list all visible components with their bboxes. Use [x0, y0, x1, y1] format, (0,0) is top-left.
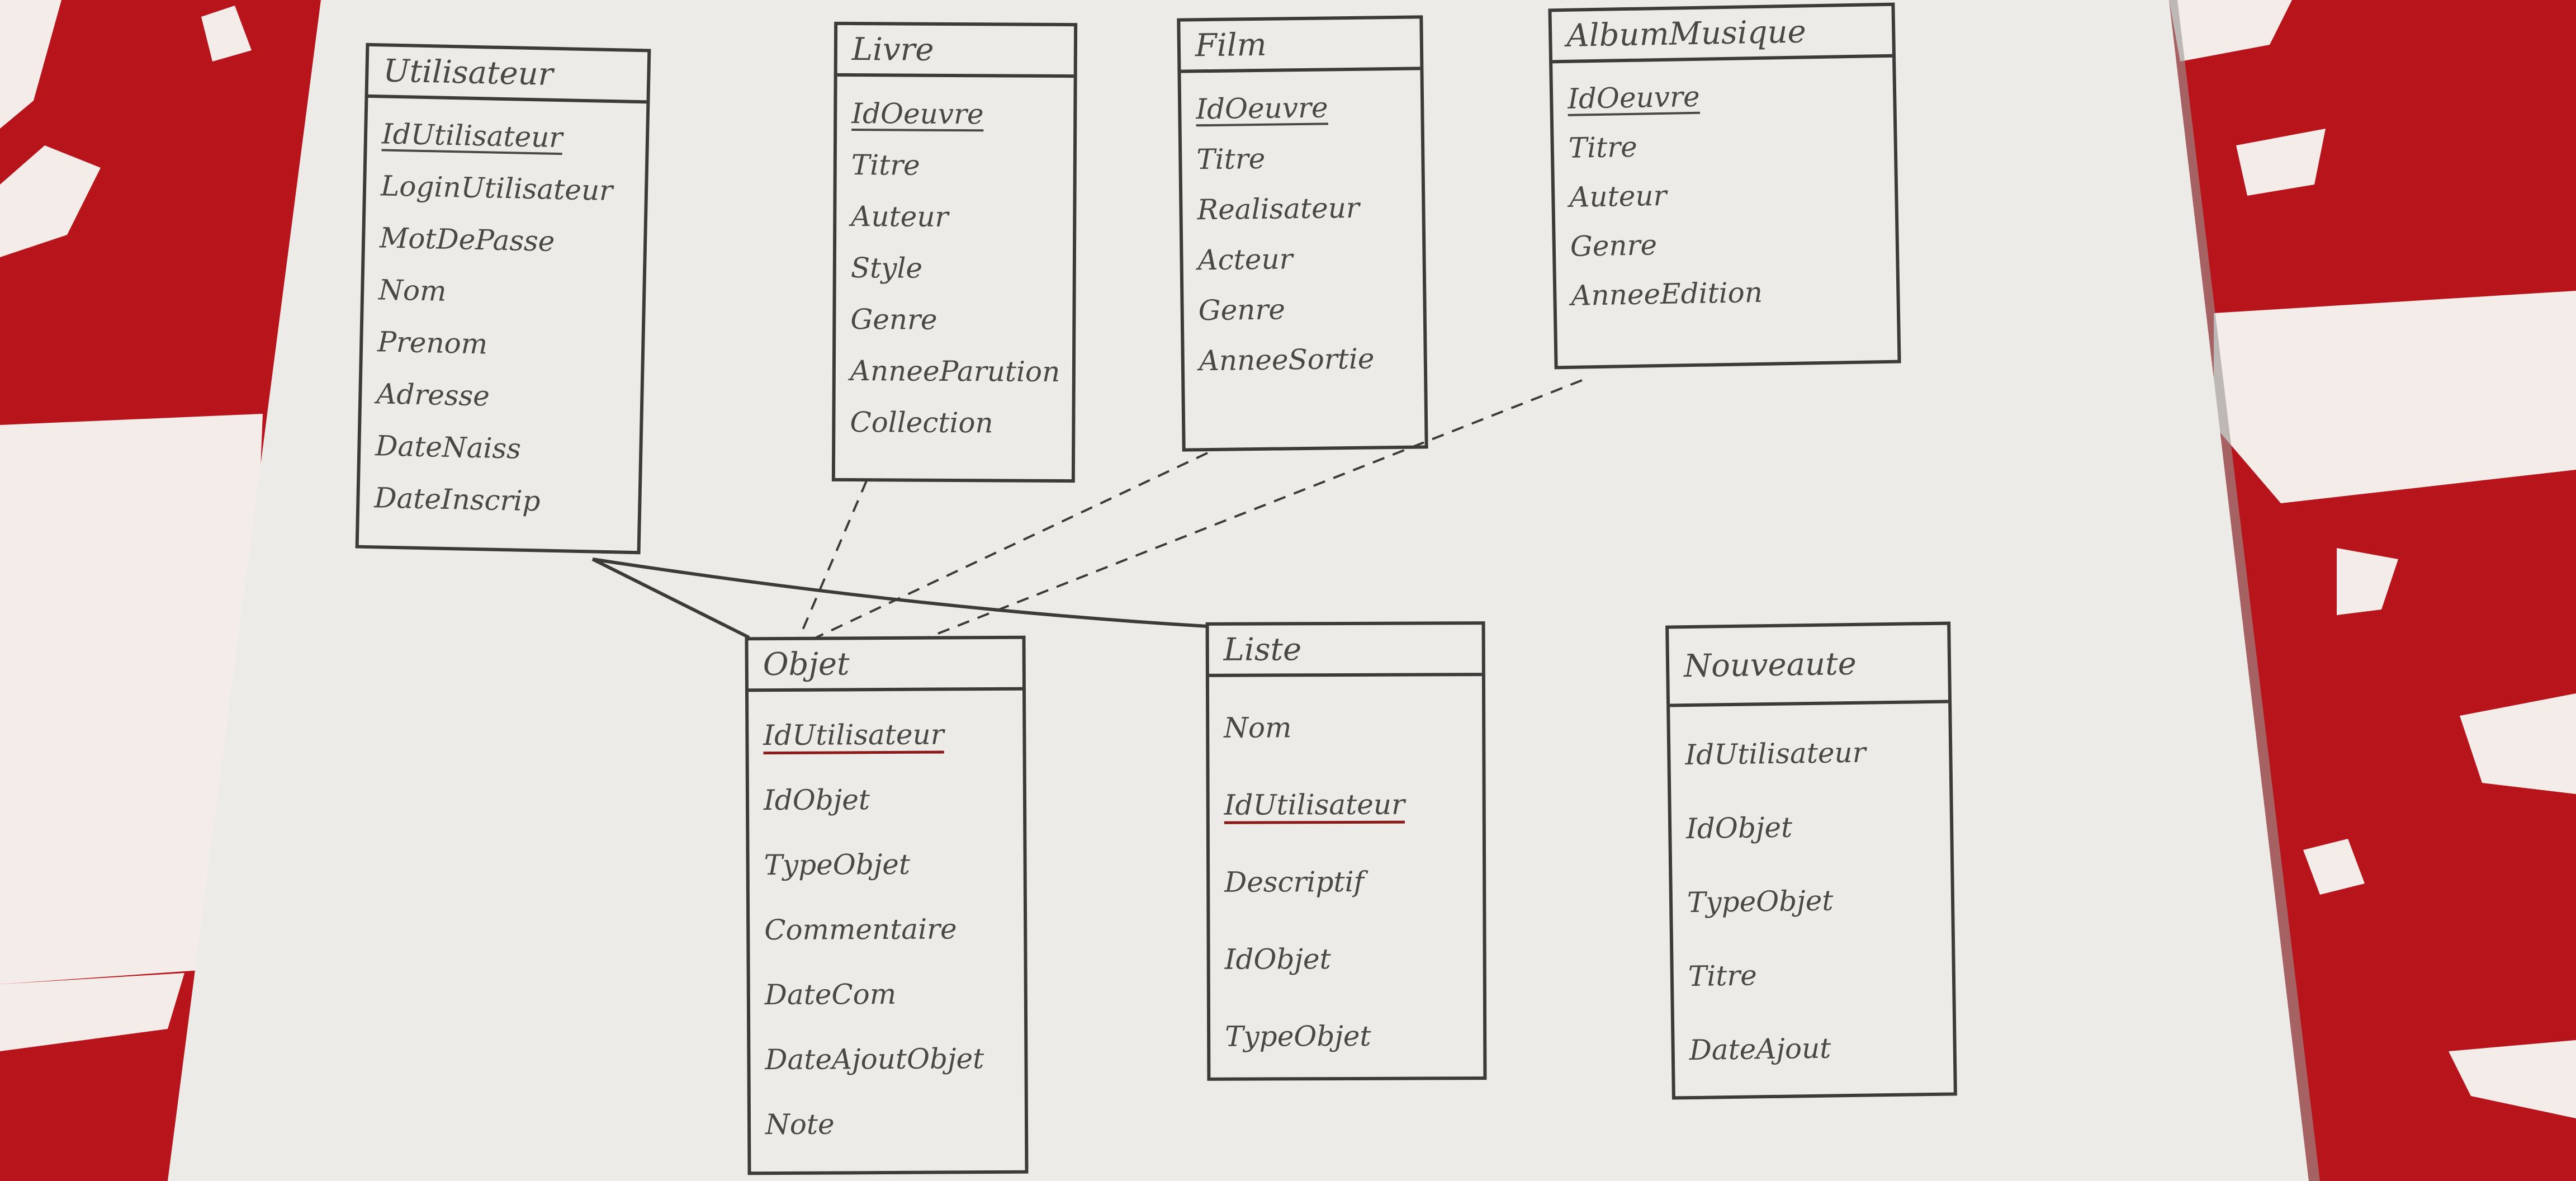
relationship-line-utilisateur-objet [591, 558, 750, 639]
attribute-livre-style: Style [850, 252, 923, 285]
paper-shadow [2169, 0, 2320, 1181]
attribute-objet-idutilisateur: IdUtilisateur [763, 718, 944, 752]
attribute-film-realisateur: Realisateur [1197, 191, 1360, 226]
attribute-livre-titre: Titre [851, 149, 920, 182]
attribute-utilisateur-nom: Nom [378, 273, 447, 308]
entity-album-musique-title: AlbumMusique [1551, 6, 1893, 64]
attribute-objet-note: Note [765, 1108, 835, 1141]
paper-sheet [168, 0, 2309, 1181]
attribute-objet-commentaire: Commentaire [764, 913, 957, 947]
attribute-film-anneesortie: AnneeSortie [1199, 342, 1375, 377]
attribute-objet-datecom: DateCom [764, 977, 897, 1012]
entity-utilisateur: Utilisateur IdUtilisateur LoginUtilisate… [355, 42, 651, 555]
attribute-objet-typeobjet: TypeObjet [764, 848, 911, 882]
attribute-utilisateur-idutilisateur: IdUtilisateur [381, 117, 563, 154]
tablecloth-white-pattern [0, 0, 2576, 1118]
attribute-utilisateur-datenaiss: DateNaiss [375, 429, 522, 465]
attribute-film-idoeuvre: IdOeuvre [1195, 91, 1328, 126]
entity-album-musique: AlbumMusique IdOeuvre Titre Auteur Genre… [1548, 2, 1901, 370]
attribute-liste-nom: Nom [1224, 711, 1292, 744]
relationship-line-film-objet [816, 452, 1208, 639]
attribute-nouveaute-typeobjet: TypeObjet [1687, 884, 1834, 919]
entity-livre: Livre IdOeuvre Titre Auteur Style Genre … [831, 21, 1078, 483]
attribute-utilisateur-prenom: Prenom [377, 325, 488, 361]
attribute-livre-anneeparution: AnneeParution [850, 355, 1060, 388]
attribute-objet-idobjet: IdObjet [763, 783, 870, 817]
attribute-albummusique-auteur: Auteur [1569, 179, 1667, 214]
attribute-albummusique-anneeedition: AnneeEdition [1570, 276, 1763, 312]
relationship-line-albummusique-objet [927, 379, 1583, 639]
attribute-liste-idutilisateur: IdUtilisateur [1224, 788, 1405, 821]
entity-nouveaute-title: Nouveaute [1669, 625, 1949, 707]
attribute-albummusique-titre: Titre [1568, 130, 1638, 164]
entity-film-title: Film [1180, 18, 1420, 73]
entity-liste-title: Liste [1209, 625, 1482, 677]
attribute-nouveaute-titre: Titre [1688, 959, 1758, 993]
attribute-liste-idobjet: IdObjet [1224, 943, 1331, 976]
relationship-line-livre-objet [798, 480, 868, 638]
attribute-film-genre: Genre [1198, 293, 1286, 327]
entity-liste: Liste Nom IdUtilisateur Descriptif IdObj… [1205, 621, 1487, 1081]
entity-film: Film IdOeuvre Titre Realisateur Acteur G… [1177, 15, 1428, 452]
attribute-albummusique-idoeuvre: IdOeuvre [1567, 80, 1700, 115]
attribute-livre-collection: Collection [850, 406, 993, 440]
attribute-liste-descriptif: Descriptif [1224, 865, 1365, 899]
entity-utilisateur-title: Utilisateur [368, 46, 648, 104]
attribute-utilisateur-loginutilisateur: LoginUtilisateur [380, 169, 613, 207]
attribute-objet-dateajoutobjet: DateAjoutObjet [765, 1042, 984, 1076]
attribute-nouveaute-idobjet: IdObjet [1685, 811, 1793, 845]
attribute-utilisateur-dateinscrip: DateInscrip [373, 481, 541, 518]
entity-objet: Objet IdUtilisateur IdObjet TypeObjet Co… [745, 635, 1029, 1175]
attribute-film-acteur: Acteur [1197, 243, 1293, 277]
attribute-liste-typeobjet: TypeObjet [1225, 1019, 1371, 1053]
attribute-utilisateur-adresse: Adresse [376, 377, 490, 413]
attribute-livre-idoeuvre: IdOeuvre [851, 97, 984, 131]
attribute-livre-genre: Genre [850, 303, 937, 336]
entity-nouveaute: Nouveaute IdUtilisateur IdObjet TypeObje… [1665, 621, 1957, 1100]
attribute-nouveaute-dateajout: DateAjout [1689, 1032, 1831, 1067]
attribute-albummusique-genre: Genre [1570, 229, 1658, 263]
attribute-film-titre: Titre [1196, 142, 1266, 176]
attribute-utilisateur-motdepasse: MotDePasse [379, 221, 555, 258]
entity-livre-title: Livre [837, 25, 1074, 78]
attribute-nouveaute-idutilisateur: IdUtilisateur [1684, 736, 1866, 772]
relationship-line-utilisateur-liste [592, 558, 1208, 628]
attribute-livre-auteur: Auteur [851, 200, 949, 233]
entity-objet-title: Objet [748, 639, 1022, 692]
